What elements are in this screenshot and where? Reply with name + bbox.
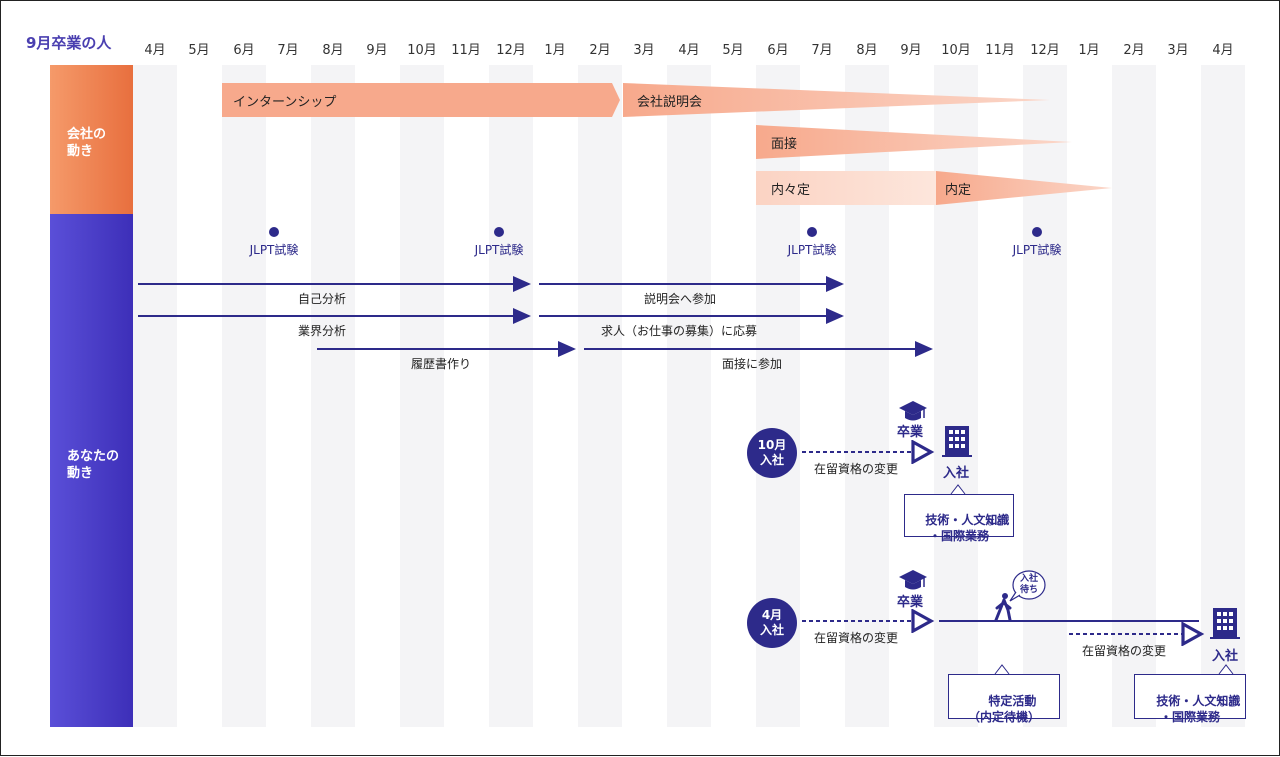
special-activity-box: 特定活動 （内定待機） <box>948 674 1060 724</box>
naitei-label: 内定 <box>945 183 972 198</box>
apr-graduation-label: 卒業 <box>897 595 924 610</box>
callout-pointer <box>1218 664 1234 675</box>
building-icon <box>1210 608 1240 639</box>
month-label: 3月 <box>1167 43 1189 58</box>
month-label: 7月 <box>277 43 299 58</box>
oct-visa-change-label: 在留資格の変更 <box>814 462 899 476</box>
nainaitei-label: 内々定 <box>771 183 811 198</box>
jlpt-dot <box>494 227 504 237</box>
month-label: 8月 <box>856 43 878 58</box>
oct-visa-type-nado: など <box>985 517 1005 528</box>
oct-join-label: 入社 <box>943 466 970 481</box>
month-label: 4月 <box>144 43 166 58</box>
special-activity-text: 特定活動 （内定待機） <box>967 694 1040 724</box>
apr-entry-badge: 4月 入社 <box>747 598 797 648</box>
month-label: 6月 <box>767 43 789 58</box>
month-label: 5月 <box>188 43 210 58</box>
oct-graduation-label: 卒業 <box>897 425 924 440</box>
month-column <box>578 65 622 727</box>
month-label: 2月 <box>589 43 611 58</box>
month-column <box>1112 65 1156 727</box>
apr-visa-change-label: 在留資格の変更 <box>814 631 899 645</box>
jlpt-dot <box>807 227 817 237</box>
month-column <box>400 65 444 727</box>
apr-visa-type-text: 技術・人文知識 ・国際業務 <box>1156 694 1241 724</box>
industry-analysis-label: 業界分析 <box>298 324 347 338</box>
month-label: 3月 <box>633 43 655 58</box>
attend-briefing-label: 説明会へ参加 <box>644 292 717 306</box>
jlpt-label: JLPT試験 <box>474 243 524 257</box>
company-section-label: 会社の 動き <box>67 127 107 159</box>
apply-label: 求人（お仕事の募集）に応募 <box>601 324 758 338</box>
waiting-bubble-text: 入社 待ち <box>1020 574 1039 595</box>
briefing-label: 会社説明会 <box>637 95 703 110</box>
month-label: 5月 <box>722 43 744 58</box>
internship-label: インターンシップ <box>233 95 337 110</box>
oct-visa-type-box: 技術・人文知識 ・国際業務など <box>904 494 1014 543</box>
graduation-cap-icon <box>899 570 927 590</box>
month-label: 11月 <box>451 43 481 58</box>
month-label: 12月 <box>1030 43 1060 58</box>
month-label: 1月 <box>1078 43 1100 58</box>
briefing-bar <box>623 83 1050 117</box>
jlpt-label: JLPT試験 <box>1012 243 1062 257</box>
apr-visa-type-box: 技術・人文知識 ・国際業務など <box>1134 674 1246 724</box>
month-label: 12月 <box>496 43 526 58</box>
interview-bar <box>756 125 1072 159</box>
month-label: 11月 <box>985 43 1015 58</box>
resume-label: 履歴書作り <box>411 357 472 371</box>
month-column <box>311 65 355 727</box>
month-column <box>489 65 533 727</box>
naitei-bar <box>936 171 1112 205</box>
internship-bar <box>222 83 620 117</box>
month-label: 4月 <box>1212 43 1234 58</box>
month-label: 4月 <box>678 43 700 58</box>
building-icon <box>942 426 972 457</box>
self-analysis-label: 自己分析 <box>298 292 347 306</box>
page-title: 9月卒業の人 <box>26 34 112 52</box>
month-label: 9月 <box>900 43 922 58</box>
jlpt-label: JLPT試験 <box>249 243 299 257</box>
jlpt-dot <box>269 227 279 237</box>
speech-bubble-icon <box>1009 570 1046 602</box>
you-section-label: あなたの 動き <box>67 449 120 481</box>
walking-person-icon <box>994 593 1012 622</box>
month-label: 10月 <box>941 43 971 58</box>
callout-pointer <box>950 484 966 495</box>
month-label: 1月 <box>544 43 566 58</box>
apr-visa-type-nado: など <box>1217 698 1237 709</box>
you-section-header <box>50 214 133 727</box>
month-label: 7月 <box>811 43 833 58</box>
month-label: 6月 <box>233 43 255 58</box>
apr-visa-change-2-label: 在留資格の変更 <box>1082 644 1167 658</box>
jlpt-label: JLPT試験 <box>787 243 837 257</box>
month-label: 8月 <box>322 43 344 58</box>
interview-label: 面接 <box>771 137 798 152</box>
month-column <box>667 65 711 727</box>
month-label: 10月 <box>407 43 437 58</box>
month-column <box>222 65 266 727</box>
month-label: 2月 <box>1123 43 1145 58</box>
company-section-header <box>50 65 133 214</box>
graduation-cap-icon <box>899 401 927 421</box>
nainaitei-bar <box>756 171 936 205</box>
month-column <box>133 65 177 727</box>
oct-entry-badge: 10月 入社 <box>747 428 797 478</box>
attend-interview-label: 面接に参加 <box>722 357 783 371</box>
apr-join-label: 入社 <box>1212 649 1239 664</box>
month-column <box>1023 65 1067 727</box>
oct-visa-type-text: 技術・人文知識 ・国際業務 <box>925 513 1010 543</box>
jlpt-dot <box>1032 227 1042 237</box>
callout-pointer <box>994 664 1010 675</box>
month-label: 9月 <box>366 43 388 58</box>
